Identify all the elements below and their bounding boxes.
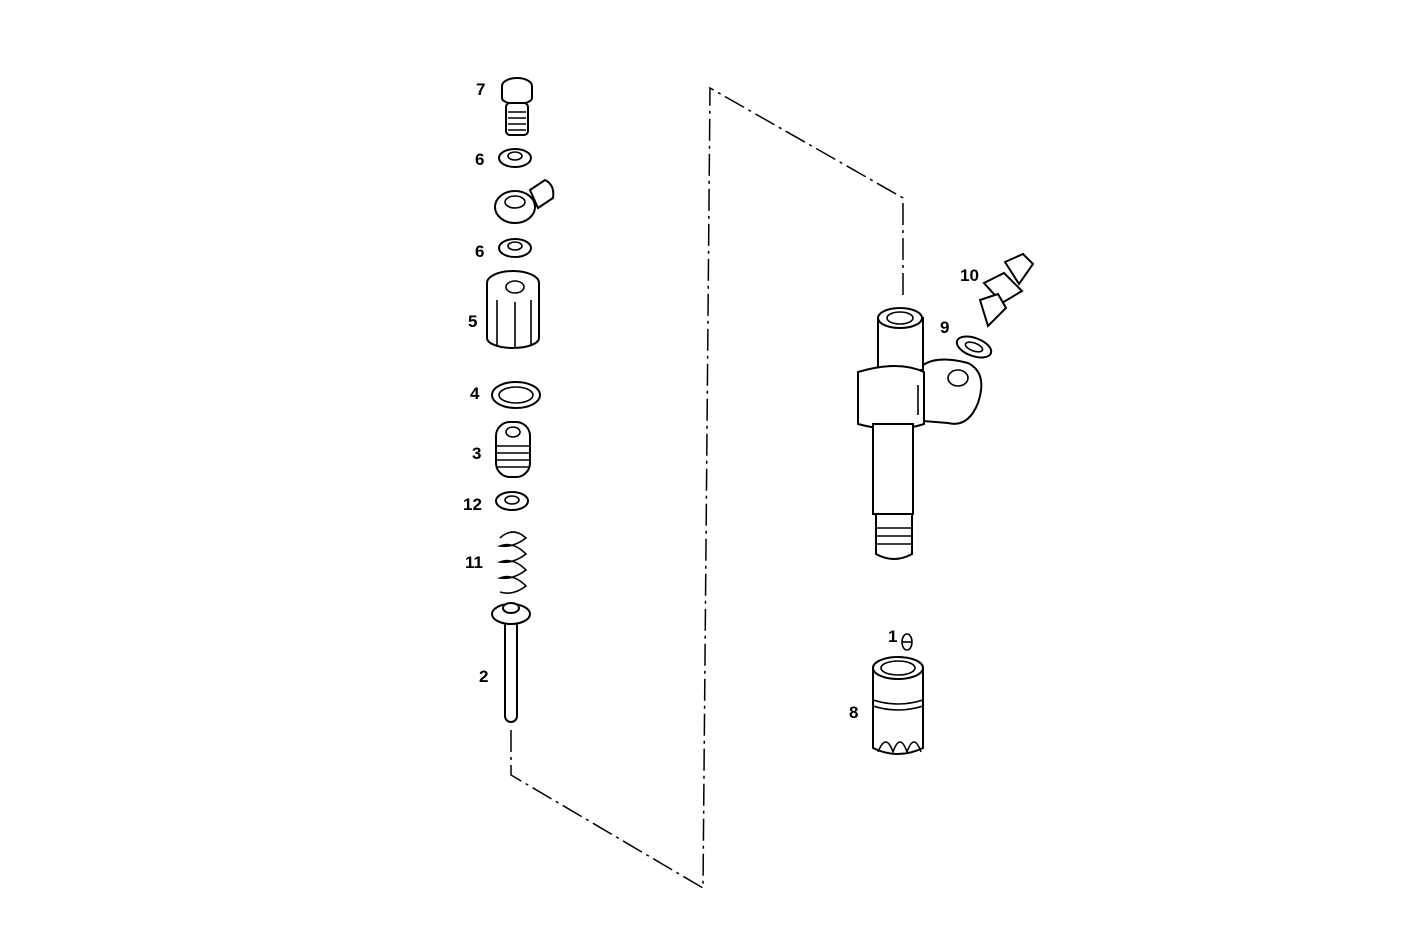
part-1-ring — [901, 633, 913, 651]
part-5-nut — [486, 270, 540, 349]
callout-9: 9 — [940, 318, 949, 337]
callout-6-lower: 6 — [475, 242, 484, 261]
assembly-axis-line — [510, 86, 904, 890]
callout-8: 8 — [849, 703, 858, 722]
callout-2: 2 — [479, 667, 488, 686]
callout-3: 3 — [472, 444, 481, 463]
callout-10: 10 — [960, 266, 979, 285]
part-4-o-ring — [491, 381, 541, 409]
callout-6-upper: 6 — [475, 150, 484, 169]
callout-5: 5 — [468, 312, 477, 331]
part-8-nozzle-nut — [872, 656, 924, 755]
part-3-threaded-insert — [495, 421, 531, 478]
callout-12: 12 — [463, 495, 482, 514]
banjo-fitting — [494, 178, 555, 224]
part-11-spring — [496, 531, 528, 594]
part-6-washer-upper — [498, 148, 532, 168]
part-2-pressure-pin — [491, 602, 531, 723]
part-10-leak-off-fitting — [978, 252, 1035, 328]
callout-4: 4 — [470, 384, 480, 403]
callout-7: 7 — [476, 80, 485, 99]
part-9-washer — [955, 335, 993, 359]
injector-body — [857, 307, 983, 560]
part-7-banjo-bolt — [501, 77, 533, 136]
part-6-washer-lower — [498, 238, 532, 258]
callout-1: 1 — [888, 627, 897, 646]
part-12-shim — [495, 491, 529, 511]
callout-11: 11 — [465, 553, 483, 572]
